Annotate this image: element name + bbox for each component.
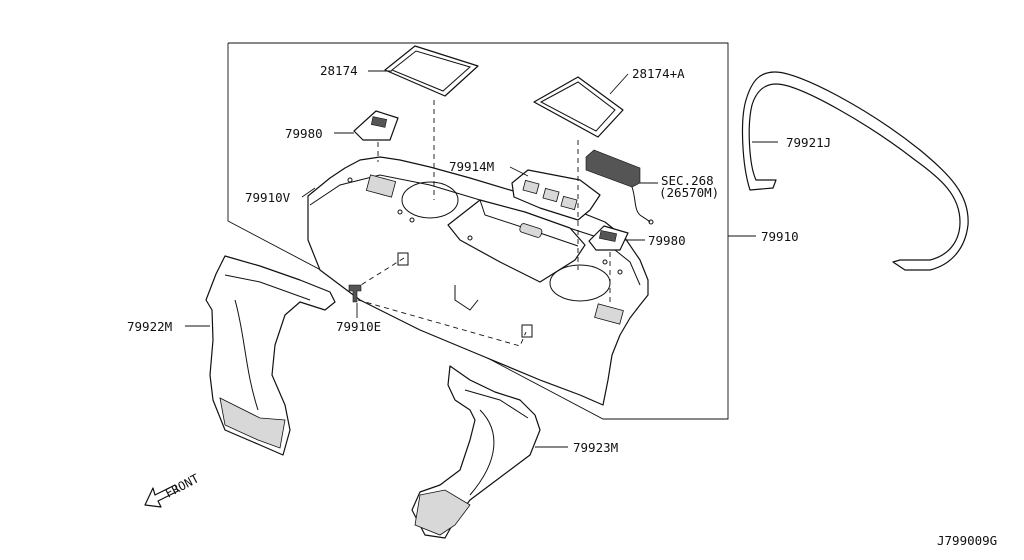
- label-grommet-right: 28174+A: [632, 66, 685, 81]
- cover-right: [588, 225, 629, 251]
- label-sec-ref: SEC.268: [661, 173, 714, 188]
- side-trim-right: [411, 365, 541, 539]
- front-arrow-icon: [144, 484, 179, 508]
- label-clip: 79910E: [336, 319, 381, 334]
- rear-parcel-shelf: [307, 156, 649, 406]
- sec-268-component: [585, 149, 654, 225]
- label-shelf-v: 79910V: [245, 190, 291, 205]
- label-shelf: 79910: [761, 229, 799, 244]
- label-side-trim-right: 79923M: [573, 440, 618, 455]
- label-cover-right: 79980: [648, 233, 686, 248]
- grommet-right: [533, 76, 624, 138]
- label-grommet-left: 28174: [320, 63, 358, 78]
- assembly-outline: [227, 42, 729, 420]
- label-bracket: 79914M: [449, 159, 494, 174]
- dashed-alignment-lines: [357, 100, 611, 347]
- label-side-trim-left: 79922M: [127, 319, 172, 334]
- label-sec-sub: (26570M): [659, 185, 719, 200]
- leader-lines: [185, 70, 778, 448]
- diagram-code: J799009G: [937, 533, 997, 548]
- grommet-left: [384, 45, 479, 97]
- label-weatherstrip: 79921J: [786, 135, 831, 150]
- side-trim-left: [205, 255, 336, 456]
- label-cover-left: 79980: [285, 126, 323, 141]
- weatherstrip: [741, 71, 969, 271]
- label-front: FRONT: [163, 471, 201, 500]
- cover-left: [353, 110, 399, 141]
- clip: [348, 284, 362, 303]
